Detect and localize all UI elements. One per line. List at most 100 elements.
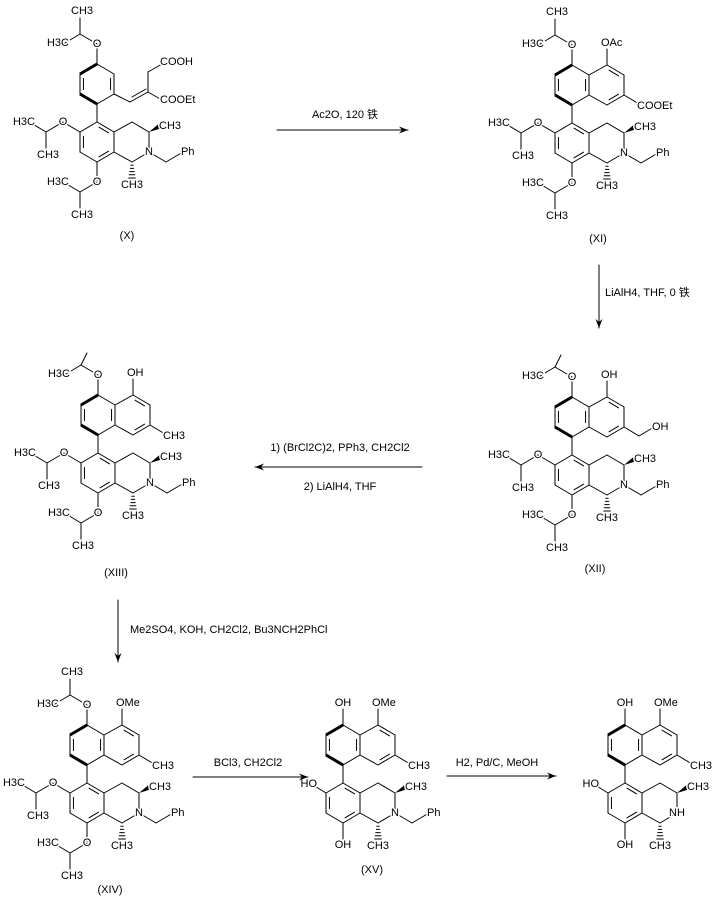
bond (571, 454, 590, 466)
reaction-arrow-4: Me2SO4, KOH, CH2Cl2, Bu3NCH2PhCl (114, 599, 327, 663)
atom-label-c3-me: CH3 (149, 781, 171, 793)
wedge-bond (150, 454, 163, 463)
atom-label-c3-me: CH3 (687, 781, 709, 793)
double-bond-line (573, 127, 585, 135)
bond (606, 152, 625, 164)
bond (505, 455, 522, 466)
atom-label-c3-me: CH3 (160, 451, 182, 463)
bold-bond (80, 393, 99, 407)
bond (79, 181, 98, 193)
reaction-arrow-5: BCl3, CH2Cl2 (192, 757, 309, 781)
atom-label-top-ch3: CH3 (61, 666, 83, 678)
bond (588, 152, 608, 164)
atom-label-d-lr: CH3 (152, 760, 174, 772)
atom-label-o8: O (568, 177, 577, 189)
atom-label-d-lr: OH (652, 421, 669, 433)
reagent-label: Ac2O, 120 铁 (312, 108, 378, 121)
compound-label: (X) (120, 230, 135, 242)
bond (588, 396, 608, 408)
bond (641, 724, 661, 736)
compound-label: (XIII) (104, 567, 128, 579)
bond (113, 151, 133, 163)
bond (520, 454, 539, 466)
bond (571, 64, 590, 76)
bond (505, 123, 522, 134)
bond (520, 122, 539, 134)
bond (325, 812, 344, 824)
bond (166, 482, 185, 494)
atom-label-ph: Ph (656, 479, 669, 491)
wedge-bond (624, 456, 637, 465)
bond (97, 482, 116, 494)
bond (571, 94, 590, 106)
atom-label-ph: Ph (181, 146, 194, 158)
atom-label-o8: O (83, 837, 92, 849)
atom-label-d-top: OMe (372, 697, 396, 709)
bond (65, 364, 82, 375)
double-bond-line (379, 729, 391, 737)
atom-label-i8-ch3: CH3 (546, 542, 568, 554)
atom-label-ph: Ph (182, 477, 195, 489)
bond (638, 426, 655, 437)
double-bond-line (134, 399, 146, 407)
atom-label-i8-h3c: H3C (48, 507, 70, 519)
double-bond-line (123, 729, 135, 737)
atom-label-c1-me: CH3 (596, 180, 618, 192)
atom-label-n: N (145, 146, 153, 158)
bold-bond (69, 753, 88, 767)
bond (96, 63, 115, 75)
reaction-arrow-1: Ac2O, 120 铁 (276, 108, 409, 134)
bond (342, 754, 361, 766)
bond (147, 63, 163, 73)
bond (571, 426, 590, 438)
bond (624, 724, 643, 736)
atom-label-d-lr: CH3 (163, 430, 185, 442)
bold-bond (79, 62, 98, 76)
atom-label-top-h3c: H3C (37, 698, 59, 710)
atom-label-d-top: OH (127, 367, 144, 379)
bond (641, 782, 661, 794)
double-bond-line (573, 151, 585, 159)
bond (65, 513, 82, 524)
bond (132, 452, 151, 464)
atom-label-i6-ch3: CH3 (512, 482, 534, 494)
atom-label-top-h3c: H3C (522, 370, 544, 382)
bond (539, 183, 556, 194)
bold-bond (554, 425, 573, 439)
atom-label-i6-h3c: H3C (488, 449, 510, 461)
bond (132, 394, 151, 406)
wedge-bond (624, 124, 637, 133)
bond (539, 34, 556, 45)
bond (571, 396, 590, 408)
atom-label-chain-ester: COOEt (160, 94, 195, 106)
bond (86, 724, 105, 736)
bond (539, 515, 556, 526)
bond (97, 452, 116, 464)
bond (606, 396, 625, 408)
bond (86, 812, 105, 824)
bond (377, 724, 396, 736)
bond (377, 782, 396, 794)
bond (594, 784, 609, 794)
bond (554, 122, 573, 134)
atom-label-top-ch3: CH3 (546, 6, 568, 18)
atom-label-n: N (391, 807, 399, 819)
bold-bond (69, 723, 88, 737)
atom-label-d-lr: COOEt (637, 100, 672, 112)
bond (588, 454, 608, 466)
compound-x: CH3CH3PhNOH3CCH3OH3CCH3OH3CCH3COOHCOOEt(… (11, 4, 196, 243)
atom-label-d-top: OAc (601, 37, 623, 49)
bond (607, 812, 626, 824)
atom-label-c3-me: CH3 (634, 121, 656, 133)
bond (641, 754, 661, 766)
bond (132, 424, 151, 436)
bond (554, 454, 573, 466)
bond (79, 33, 98, 45)
bond (554, 484, 573, 496)
bond (131, 151, 150, 163)
bond (114, 482, 134, 494)
atom-label-top-ch3: CH3 (71, 5, 93, 17)
bond (377, 812, 396, 824)
